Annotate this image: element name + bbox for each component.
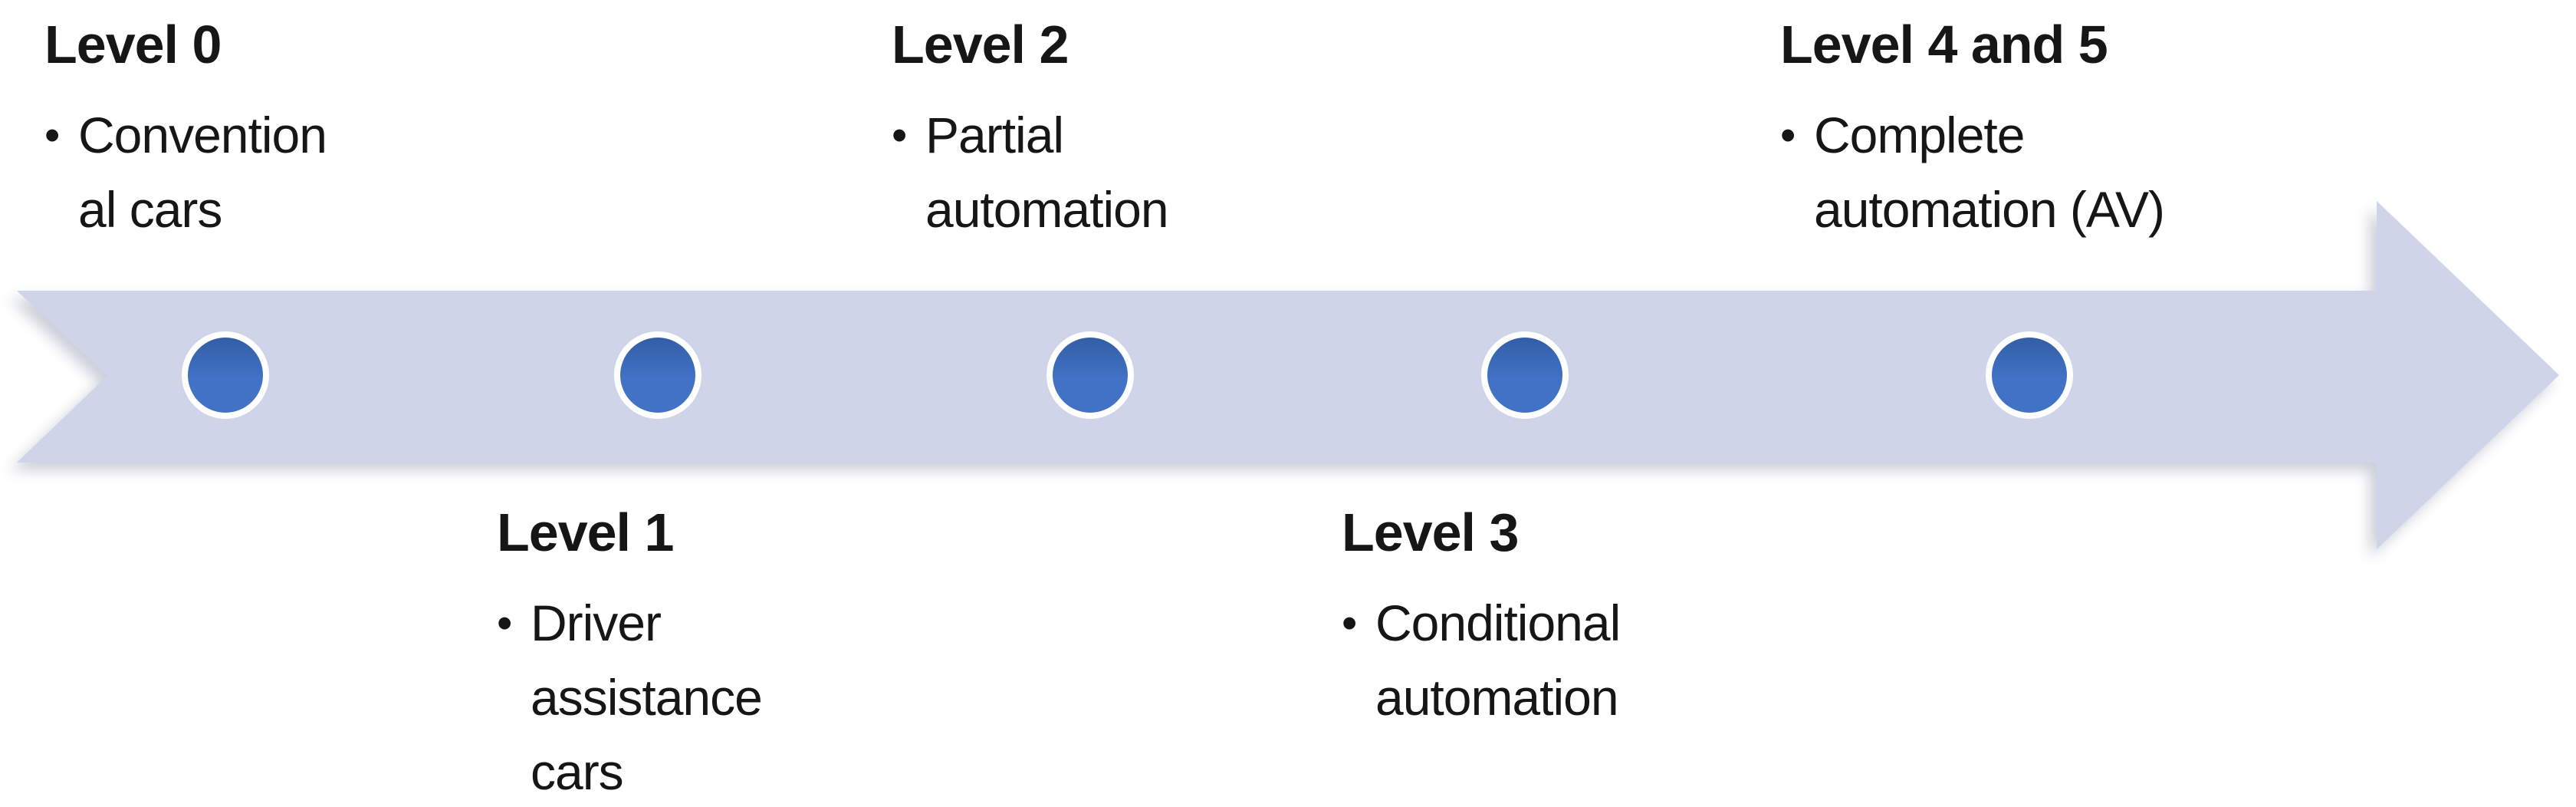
bullet-icon: • (1342, 598, 1357, 648)
bullet-icon: • (497, 598, 512, 648)
level-2-block: Level 2 • Partial automation (892, 9, 1444, 247)
level-1-heading: Level 1 (497, 502, 674, 562)
level-3-description: Conditional automation (1375, 595, 1621, 726)
level-0-body: • Convention al cars (44, 98, 596, 247)
level-1-description: Driver assistance cars (531, 595, 763, 800)
arrow-shape (17, 201, 2559, 549)
bullet-icon: • (1780, 110, 1796, 160)
level-3-block: Level 3 • Conditional automation (1342, 497, 1894, 735)
level-2-heading: Level 2 (892, 15, 1069, 74)
bullet-icon: • (892, 110, 907, 160)
milestone-dot-3 (1046, 331, 1134, 419)
milestone-dot-4 (1481, 331, 1569, 419)
level-1-body: • Driver assistance cars (497, 586, 1049, 807)
level-3-heading: Level 3 (1342, 502, 1519, 562)
milestone-dot-5 (1986, 331, 2073, 419)
bullet-icon: • (44, 110, 60, 160)
milestone-dot-1 (182, 331, 269, 419)
level-4-5-block: Level 4 and 5 • Complete automation (AV) (1780, 9, 2332, 247)
level-0-block: Level 0 • Convention al cars (44, 9, 596, 247)
level-2-body: • Partial automation (892, 98, 1444, 247)
level-1-block: Level 1 • Driver assistance cars (497, 497, 1049, 807)
milestone-dot-2 (614, 331, 702, 419)
level-4-5-body: • Complete automation (AV) (1780, 98, 2332, 247)
level-4-5-heading: Level 4 and 5 (1780, 15, 2108, 74)
level-3-body: • Conditional automation (1342, 586, 1894, 735)
level-0-heading: Level 0 (44, 15, 222, 74)
level-0-description: Convention al cars (78, 107, 327, 238)
level-2-description: Partial automation (925, 107, 1169, 238)
level-4-5-description: Complete automation (AV) (1814, 107, 2165, 238)
